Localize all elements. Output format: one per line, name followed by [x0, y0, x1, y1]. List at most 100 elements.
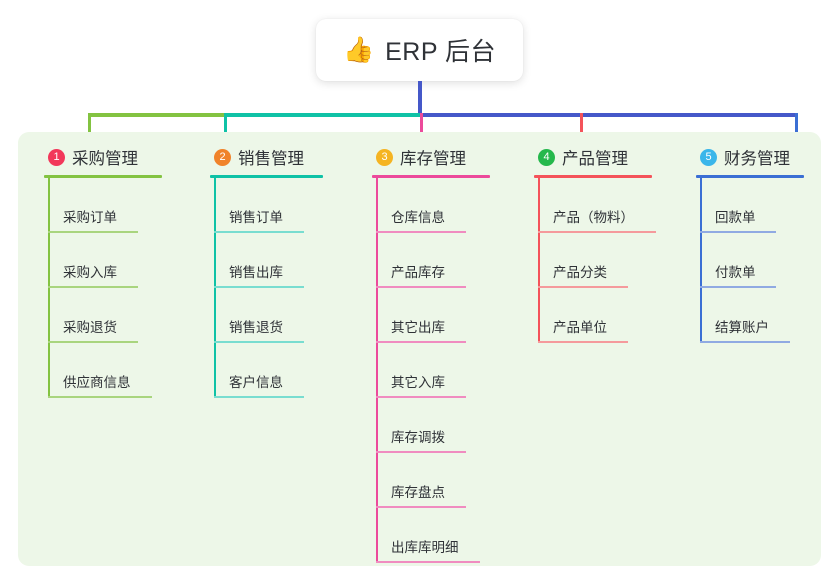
branch-item-label: 产品单位: [553, 320, 607, 336]
branch-spine: [700, 178, 702, 343]
branch-item-rule: [48, 286, 138, 288]
branch-column-3: 3 库存管理仓库信息产品库存其它出库其它入库库存调拨库存盘点出库库明细: [358, 145, 508, 563]
branch-item-label: 库存盘点: [391, 485, 445, 501]
branch-column-1: 1 采购管理采购订单采购入库采购退货供应商信息: [30, 145, 180, 398]
branch-column-4: 4 产品管理产品（物料） 产品分类产品单位: [520, 145, 670, 343]
branch-item-rule: [538, 341, 628, 343]
branch-item-label: 销售订单: [229, 210, 283, 226]
connector-bar-segment: [224, 113, 420, 117]
thumbs-up-icon: 👍: [342, 35, 375, 64]
branch-item-label: 库存调拨: [391, 430, 445, 446]
branch-item-label: 其它入库: [391, 375, 445, 391]
branch-header-rule: [534, 175, 652, 178]
branch-item-rule: [48, 396, 152, 398]
branch-header[interactable]: 1 采购管理: [30, 145, 180, 169]
branch-item-rule: [214, 286, 304, 288]
branch-item-label: 供应商信息: [63, 375, 131, 391]
branch-header-rule: [372, 175, 490, 178]
branch-item[interactable]: 销售出库: [196, 233, 341, 288]
branch-item-label: 产品库存: [391, 265, 445, 281]
root-title: ERP 后台: [385, 38, 497, 66]
branch-header[interactable]: 2 销售管理: [196, 145, 341, 169]
branch-item[interactable]: 供应商信息: [30, 343, 180, 398]
branch-spine: [376, 178, 378, 563]
branch-item[interactable]: 产品（物料）: [520, 178, 670, 233]
branch-header-rule: [210, 175, 323, 178]
branch-header[interactable]: 3 库存管理: [358, 145, 508, 169]
branch-items: 回款单付款单结算账户: [682, 178, 822, 343]
branch-title: 采购管理: [72, 150, 138, 168]
branch-item-rule: [376, 561, 480, 563]
branch-spine: [538, 178, 540, 343]
root-node[interactable]: 👍 ERP 后台: [316, 19, 523, 81]
branch-header[interactable]: 5 财务管理: [682, 145, 822, 169]
branch-title: 库存管理: [400, 150, 466, 168]
branch-item-rule: [700, 231, 776, 233]
branch-item[interactable]: 库存调拨: [358, 398, 508, 453]
branch-item-rule: [214, 231, 304, 233]
branch-item-rule: [214, 396, 304, 398]
branch-item-rule: [700, 341, 790, 343]
branch-header-rule: [696, 175, 804, 178]
branch-item-label: 回款单: [715, 210, 756, 226]
branch-item[interactable]: 产品库存: [358, 233, 508, 288]
root-stem-connector: [418, 81, 422, 115]
branch-item-rule: [48, 231, 138, 233]
branch-header-rule: [44, 175, 162, 178]
branch-item-rule: [376, 506, 466, 508]
connector-bar-segment: [420, 113, 795, 117]
branch-column-2: 2 销售管理销售订单销售出库销售退货客户信息: [196, 145, 341, 398]
branch-item[interactable]: 出库库明细: [358, 508, 508, 563]
branch-item[interactable]: 产品分类: [520, 233, 670, 288]
branch-item[interactable]: 其它出库: [358, 288, 508, 343]
branch-header[interactable]: 4 产品管理: [520, 145, 670, 169]
branch-item-label: 销售出库: [229, 265, 283, 281]
branch-item-rule: [700, 286, 776, 288]
branch-item-label: 出库库明细: [391, 540, 459, 556]
branch-item[interactable]: 客户信息: [196, 343, 341, 398]
branch-item[interactable]: 销售退货: [196, 288, 341, 343]
branch-number-badge: 2: [214, 148, 231, 166]
connector-bar-segment: [88, 113, 224, 117]
branch-items: 采购订单采购入库采购退货供应商信息: [30, 178, 180, 398]
branch-item-label: 其它出库: [391, 320, 445, 336]
branch-item-rule: [376, 451, 466, 453]
branch-item-label: 结算账户: [715, 320, 769, 336]
branch-item-rule: [538, 231, 656, 233]
branch-item[interactable]: 采购退货: [30, 288, 180, 343]
branch-item[interactable]: 结算账户: [682, 288, 822, 343]
branch-item-label: 采购退货: [63, 320, 117, 336]
branch-item-rule: [376, 286, 466, 288]
branches-board: [18, 132, 821, 566]
branch-column-5: 5 财务管理回款单付款单结算账户: [682, 145, 822, 343]
branch-item[interactable]: 库存盘点: [358, 453, 508, 508]
branch-item-label: 采购入库: [63, 265, 117, 281]
branch-item-label: 客户信息: [229, 375, 283, 391]
branch-item-rule: [376, 396, 466, 398]
branch-item-rule: [376, 231, 466, 233]
branch-item-label: 销售退货: [229, 320, 283, 336]
branch-item[interactable]: 回款单: [682, 178, 822, 233]
branch-title: 财务管理: [724, 150, 790, 168]
branch-item-label: 仓库信息: [391, 210, 445, 226]
branch-items: 销售订单销售出库销售退货客户信息: [196, 178, 341, 398]
branch-number-badge: 3: [376, 148, 393, 166]
branch-item[interactable]: 付款单: [682, 233, 822, 288]
branch-item-rule: [376, 341, 466, 343]
branch-item[interactable]: 采购入库: [30, 233, 180, 288]
branch-item[interactable]: 采购订单: [30, 178, 180, 233]
branch-item-rule: [214, 341, 304, 343]
branch-number-badge: 1: [48, 148, 65, 166]
branch-item-label: 产品分类: [553, 265, 607, 281]
branch-item[interactable]: 仓库信息: [358, 178, 508, 233]
branch-item[interactable]: 其它入库: [358, 343, 508, 398]
branch-item-rule: [48, 341, 138, 343]
branch-number-badge: 4: [538, 148, 555, 166]
branch-number-badge: 5: [700, 148, 717, 166]
branch-item[interactable]: 产品单位: [520, 288, 670, 343]
branch-title: 销售管理: [238, 150, 304, 168]
branch-title: 产品管理: [562, 150, 628, 168]
branch-item-label: 采购订单: [63, 210, 117, 226]
branch-item[interactable]: 销售订单: [196, 178, 341, 233]
